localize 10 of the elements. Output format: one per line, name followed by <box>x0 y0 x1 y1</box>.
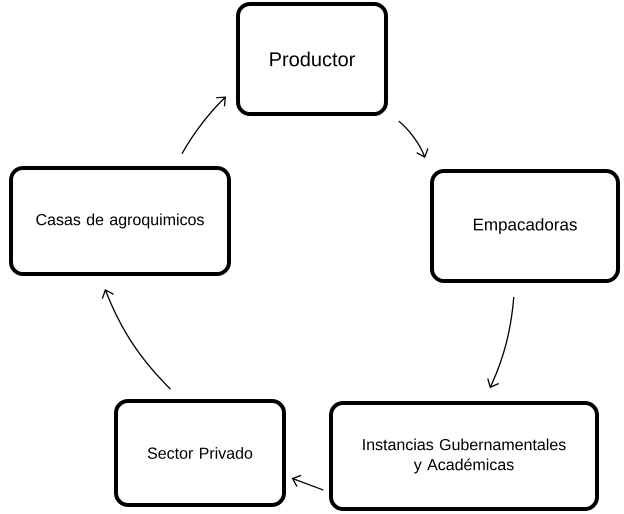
arrow <box>398 120 429 158</box>
process-box: Casas de agroquimicos <box>9 166 231 276</box>
process-box: Sector Privado <box>114 399 286 507</box>
process-box: Productor <box>236 2 388 116</box>
arrow <box>487 296 514 388</box>
arrow <box>292 474 324 491</box>
arrow <box>102 289 171 390</box>
process-box: Instancias Gubernamentales y Académicas <box>329 401 599 511</box>
process-box: Empacadoras <box>430 169 620 283</box>
arrow <box>181 96 226 154</box>
